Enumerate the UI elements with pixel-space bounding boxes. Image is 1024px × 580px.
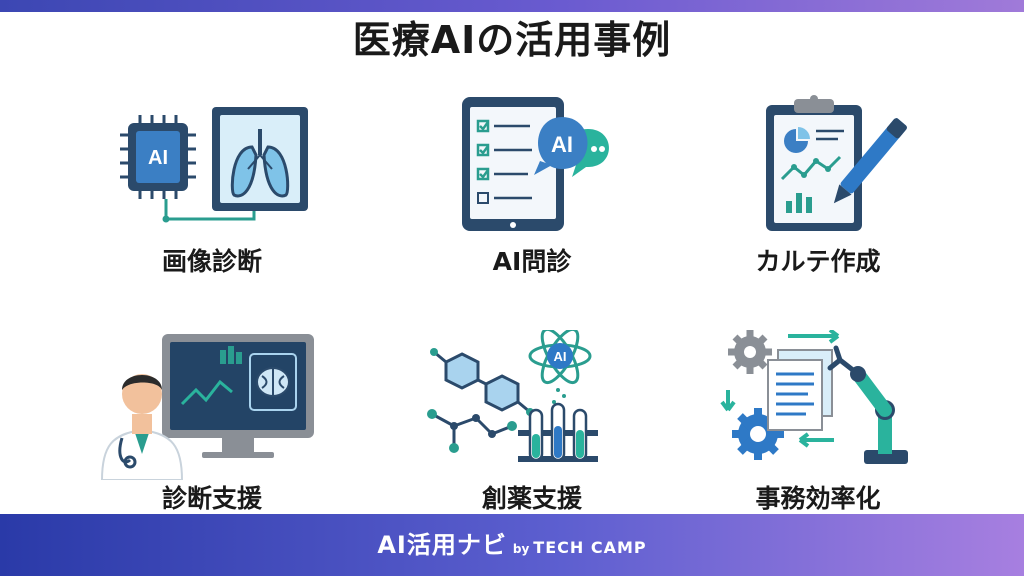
card-label: AI問診 (492, 247, 572, 276)
card-label: 事務効率化 (755, 484, 881, 513)
brand-by: by (512, 542, 530, 556)
top-accent-bar (0, 0, 1024, 12)
card-label: カルテ作成 (755, 247, 881, 276)
tablet-checklist-icon (462, 97, 609, 231)
bubble-badge: AI (551, 132, 573, 157)
brand-company: TECH CAMP (533, 538, 647, 557)
chip-badge: AI (148, 147, 168, 169)
brand-name: AI活用ナビ (377, 531, 507, 559)
clipboard-pen-icon (766, 95, 907, 231)
card-chart-creation: カルテ作成 (688, 95, 948, 295)
monitor-badge: AI (101, 346, 123, 371)
bubble-badge-text: AI (551, 132, 573, 157)
gears-documents-robot-arm-icon (720, 330, 908, 464)
chip-lung-xray-icon (120, 107, 308, 223)
card-drug-discovery: AI 創薬支援 (402, 330, 662, 530)
molecule-testtube-icon (427, 330, 598, 462)
doctor-monitor-icon (100, 334, 314, 480)
monitor-badge-text: AI (101, 346, 123, 371)
card-label: 創薬支援 (481, 484, 582, 513)
page-title: 医療AIの活用事例 (352, 18, 672, 62)
chip-badge-text: AI (148, 147, 168, 169)
card-diagnostic-support: AI 診断支援 (82, 330, 342, 530)
card-image-diagnosis: AI 画像診断 (82, 95, 342, 295)
atom-badge-text: AI (554, 349, 567, 364)
card-ai-interview: AI AI問診 (402, 95, 662, 295)
card-label: 診断支援 (161, 484, 262, 513)
atom-badge: AI (554, 349, 567, 364)
card-label: 画像診断 (161, 247, 262, 276)
card-office-efficiency: 事務効率化 (688, 330, 948, 530)
